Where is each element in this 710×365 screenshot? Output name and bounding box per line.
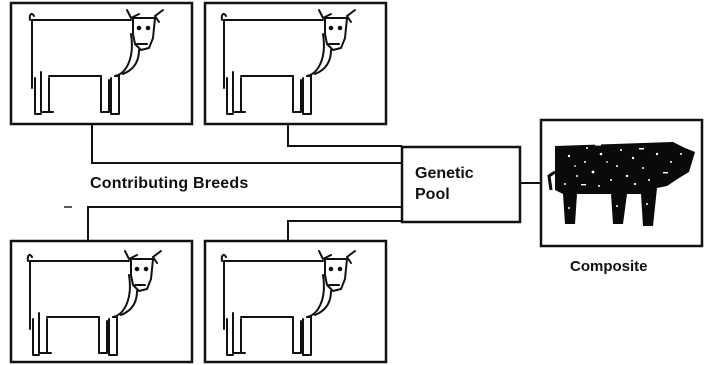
connector-bottom-left <box>88 207 402 241</box>
composite-label: Composite <box>570 258 648 275</box>
connector-top-left <box>92 124 402 163</box>
connector-top-right <box>288 124 402 146</box>
genetic-pool-label: Genetic Pool <box>415 163 474 205</box>
contributing-breeds-label: Contributing Breeds <box>90 175 248 193</box>
genetic-pool-label-line1: Genetic <box>415 163 474 184</box>
breed-box-top-right <box>205 3 386 124</box>
breed-box-top-left <box>11 3 192 124</box>
breed-box-bottom-right <box>205 241 386 362</box>
composite-box <box>541 120 702 246</box>
genetic-pool-label-line2: Pool <box>415 184 474 205</box>
breed-box-bottom-left <box>11 241 192 362</box>
connector-bottom-right <box>288 221 402 241</box>
